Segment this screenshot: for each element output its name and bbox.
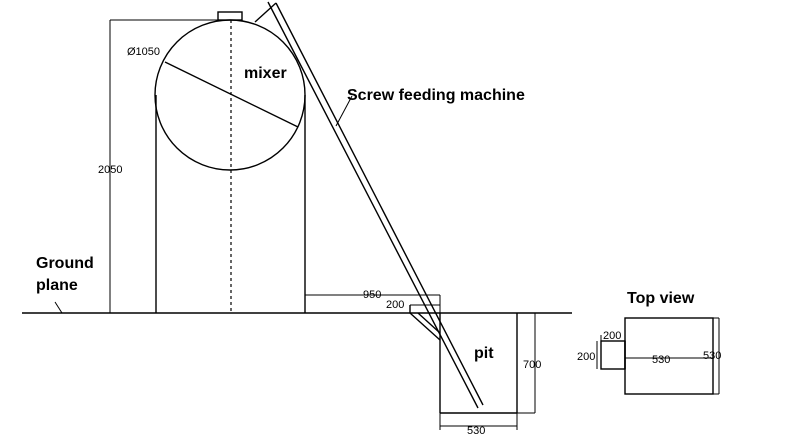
ground-leader: [54, 301, 63, 314]
top-view-530-right: 530: [703, 350, 721, 362]
top-view-200-top: 200: [603, 330, 621, 342]
pit-label: pit: [474, 345, 494, 362]
pit-width-label: 530: [467, 425, 485, 436]
top-view: [596, 317, 720, 395]
screw-feeder-label: Screw feeding machine: [347, 87, 525, 104]
mixer-tank: [154, 19, 306, 171]
pit-depth-label: 700: [523, 359, 541, 371]
mixer-label: mixer: [244, 65, 287, 82]
top-view-label: Top view: [627, 290, 695, 307]
screw-feeder: [254, 1, 484, 409]
ground-label-line1: Ground: [36, 255, 94, 272]
top-view-530-inner: 530: [652, 354, 670, 366]
mixer-top-hatch: [217, 11, 243, 21]
offset-dimension: [305, 294, 441, 341]
top-view-200-left: 200: [577, 351, 595, 363]
top-view-inlet: [600, 340, 626, 370]
ground-label-line2: plane: [36, 277, 78, 294]
height-dimension-label: 2050: [98, 164, 122, 176]
pit: [439, 312, 536, 430]
offset-dimension-label: 950: [363, 289, 381, 301]
diameter-dimension: Ø1050: [127, 46, 160, 58]
inlet-dimension-label: 200: [386, 299, 404, 311]
mixer: [154, 11, 306, 313]
height-dimension: [109, 19, 218, 313]
